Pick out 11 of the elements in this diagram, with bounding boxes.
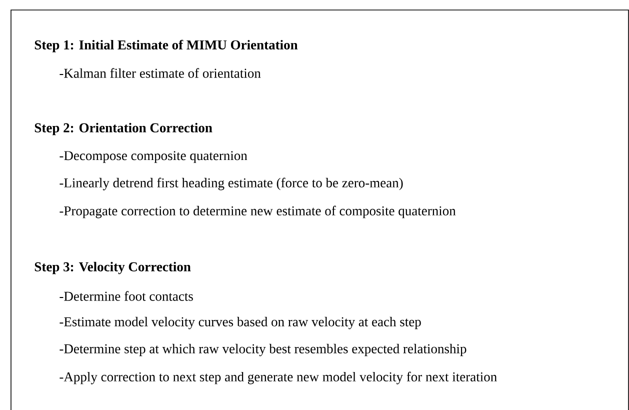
step-item: -Kalman filter estimate of orientation <box>60 68 261 78</box>
step-item: -Linearly detrend first heading estimate (force to be zero-mean) <box>60 178 403 190</box>
step-item: -Apply correction to next step and generate new model velocity for next iteration <box>60 372 497 384</box>
step-heading: Step 1: Initial Estimate of MIMU Orientation <box>34 40 298 52</box>
step-heading: Step 2: Orientation Correction <box>34 122 212 136</box>
step-item: -Decompose composite quaternion <box>60 151 248 163</box>
step-heading: Step 3: Velocity Correction <box>34 262 191 274</box>
step-item: -Estimate model velocity curves based on raw velocity at each step <box>60 316 421 330</box>
step-item: -Determine step at which raw velocity best resembles expected relationship <box>60 344 466 356</box>
step-item: -Determine foot contacts <box>60 291 193 301</box>
step-item: -Propagate correction to determine new estimate of composite quaternion <box>60 206 456 218</box>
